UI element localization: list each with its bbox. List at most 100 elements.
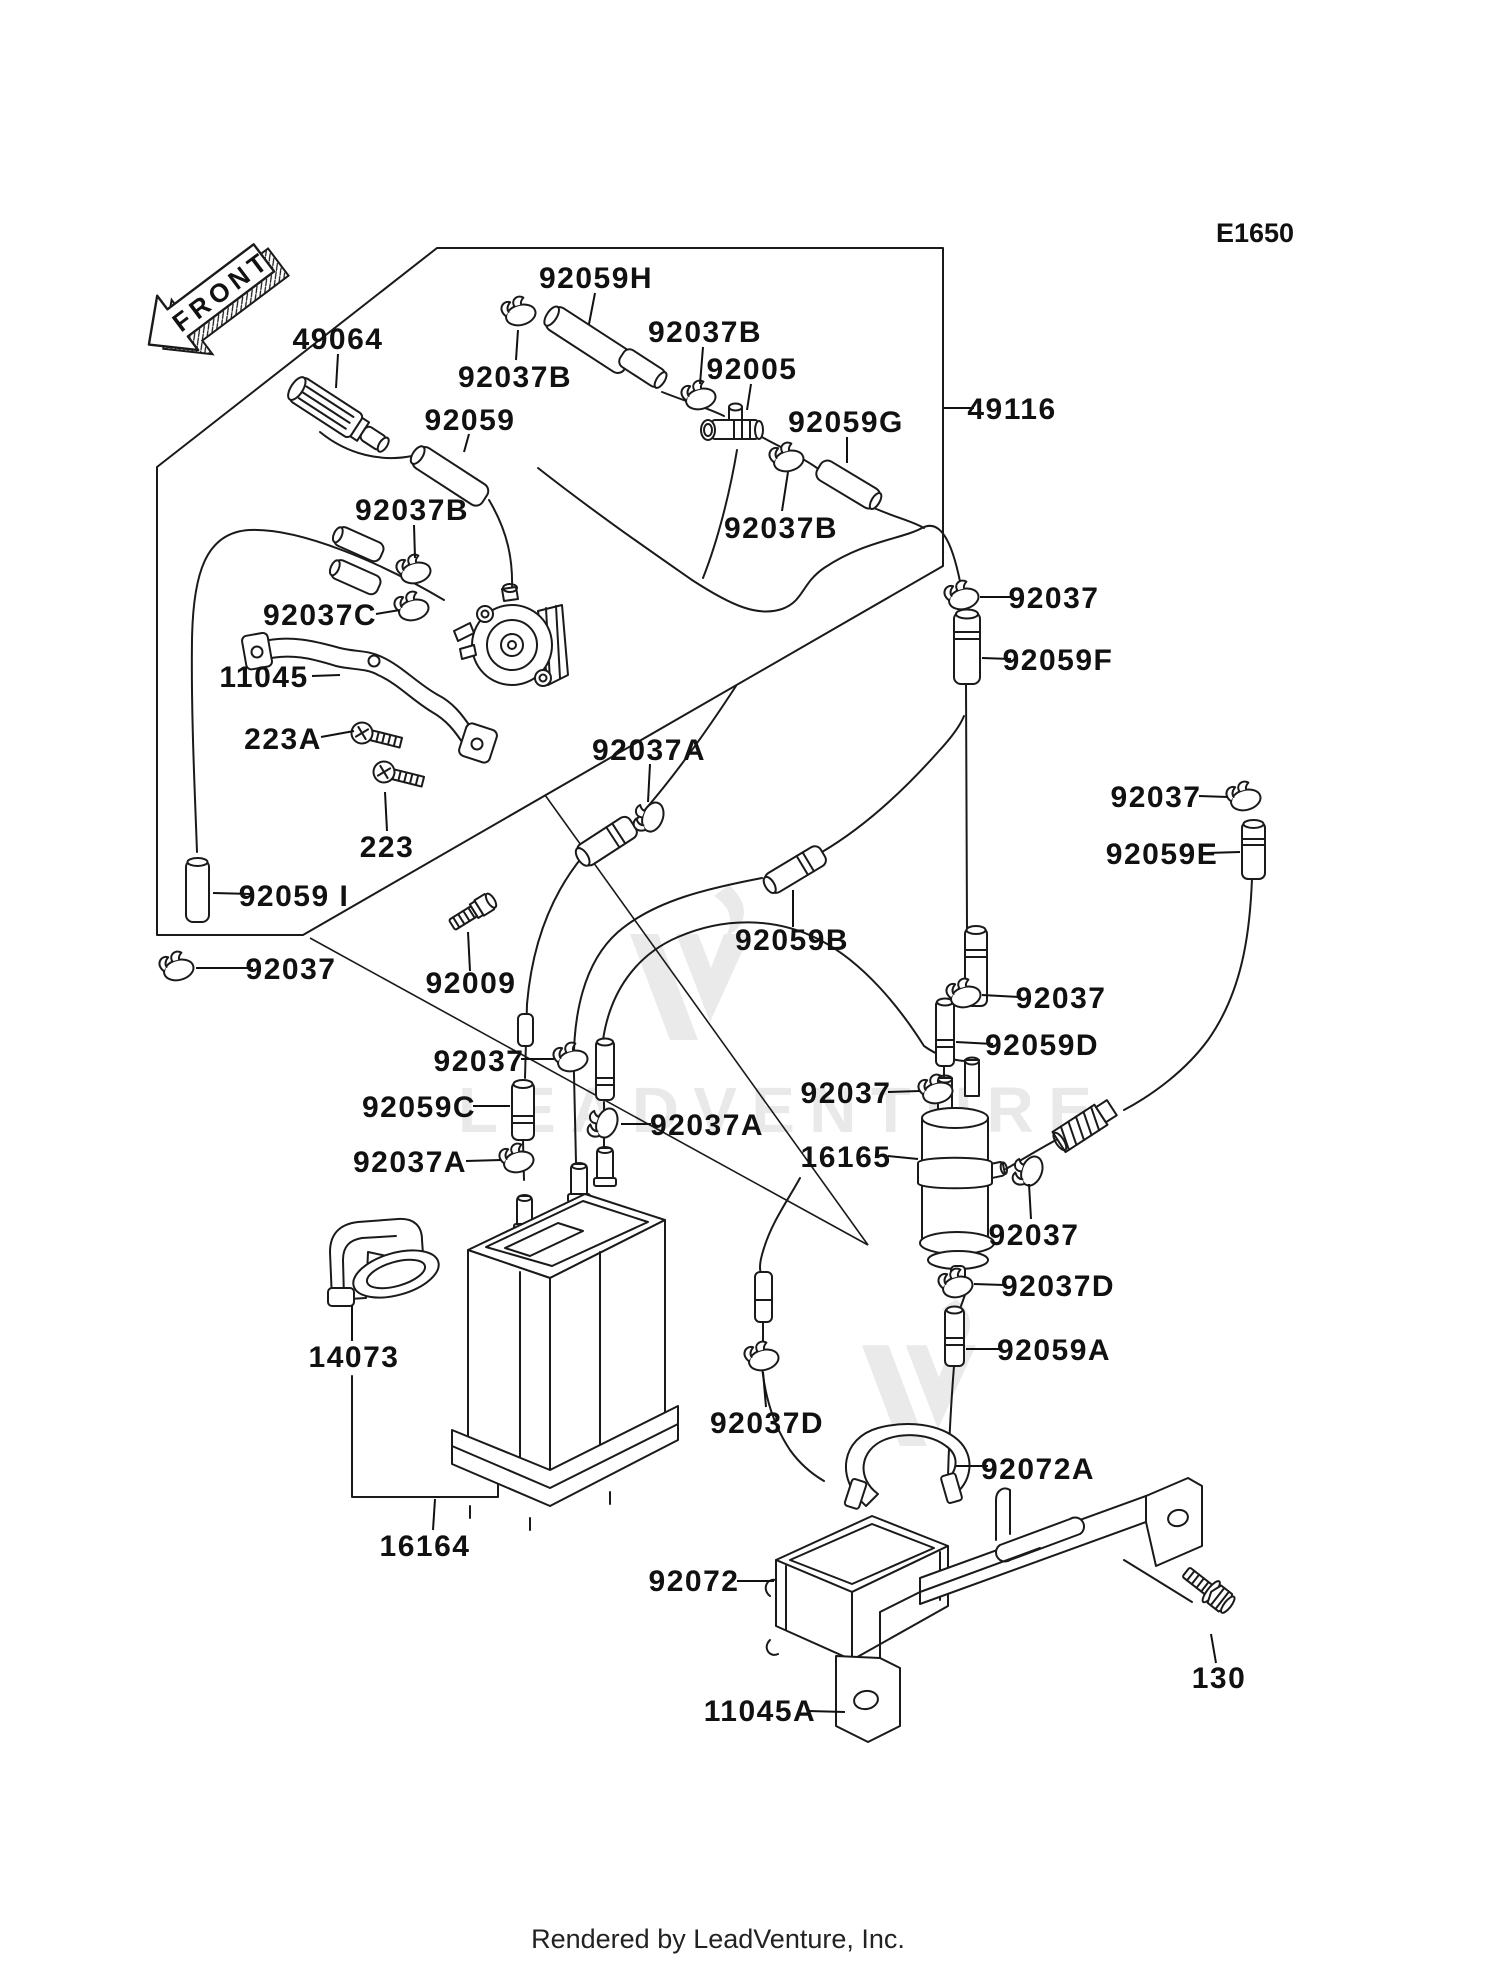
leader-line-92037C-9 <box>375 609 401 615</box>
leader-line-92059E-22 <box>1206 851 1241 854</box>
front-arrow: FRONT <box>147 243 290 356</box>
part-label-92059H-0: 92059H <box>539 262 653 295</box>
part-label-14073-35: 14073 <box>309 1341 400 1374</box>
leader-line-92005-5 <box>746 383 752 411</box>
part-label-92059G-6: 92059G <box>788 406 904 439</box>
part-92059B-art <box>762 845 827 895</box>
part-11045A-art <box>835 1477 1203 1743</box>
part-label-16165-30: 16165 <box>801 1141 892 1174</box>
part-label-92037-31: 92037 <box>989 1219 1080 1252</box>
leader-line-92059F-20 <box>981 657 1012 660</box>
part-hose-joints-art <box>328 526 385 596</box>
leader-line-11045A-39 <box>807 1710 846 1713</box>
leader-line-130-40 <box>1210 1633 1217 1664</box>
part-label-223-12: 223 <box>360 831 415 864</box>
part-label-92059F-20: 92059F <box>1003 644 1114 677</box>
part-49064-art <box>287 376 390 453</box>
leader-line-11045-10 <box>311 674 341 677</box>
part-label-130-40: 130 <box>1192 1662 1247 1695</box>
leader-line-92037B-1 <box>515 329 519 361</box>
part-92059E-art <box>1241 819 1266 880</box>
part-92059D-art <box>935 997 955 1067</box>
part-label-92059D-24: 92059D <box>985 1029 1099 1062</box>
part-label-92037B-1: 92037B <box>458 361 572 394</box>
part-label-92037-23: 92037 <box>1016 982 1107 1015</box>
part-hatched-hose-art <box>1051 1099 1118 1154</box>
part-label-11045-10: 11045 <box>219 661 308 694</box>
part-label-92037B-8: 92037B <box>355 494 469 527</box>
part-label-49116-16: 49116 <box>967 393 1056 426</box>
leader-line-92059D-24 <box>955 1041 994 1045</box>
leader-line-16165-30 <box>887 1155 919 1160</box>
leader-line-92037A-17 <box>647 763 651 803</box>
leader-line-92037-21 <box>1198 795 1229 798</box>
assembly-callout-lines <box>351 1375 499 1498</box>
leader-line-223A-11 <box>320 730 355 738</box>
part-label-92037A-17: 92037A <box>592 734 706 767</box>
leader-line-92037B-7 <box>781 471 789 512</box>
part-92059G-art <box>815 459 883 510</box>
part-14073-art <box>327 1217 440 1307</box>
part-label-92037-21: 92037 <box>1111 781 1202 814</box>
pointer-wedge-lines <box>309 794 869 1246</box>
part-label-92037B-4: 92037B <box>648 316 762 349</box>
leader-line-92037A-27 <box>465 1159 502 1162</box>
part-92059C-art <box>511 1013 535 1141</box>
part-92059I-art <box>185 857 210 923</box>
diagram-code: E1650 <box>1216 218 1294 248</box>
leader-line-92059I-13 <box>212 892 253 895</box>
part-label-92037-29: 92037 <box>801 1077 892 1110</box>
leader-line-92037B-8 <box>413 524 416 559</box>
leader-line-92059H-0 <box>588 292 596 325</box>
part-label-92037C-9: 92037C <box>263 599 377 632</box>
part-92037D-hose-tube-art <box>754 1271 773 1323</box>
leader-line-92037-29 <box>887 1090 921 1093</box>
part-223A-art <box>350 721 404 749</box>
leader-line-92037D-34 <box>762 1371 767 1408</box>
hose-lines <box>190 391 1253 1482</box>
leader-line-49064-2 <box>335 353 339 389</box>
footer-credit: Rendered by LeadVenture, Inc. <box>531 1924 905 1954</box>
clamp-icons <box>156 292 1264 1376</box>
part-92072A-art <box>843 1423 971 1510</box>
part-label-92059B-18: 92059B <box>735 924 849 957</box>
part-11045-art <box>241 631 498 764</box>
part-label-92059E-22: 92059E <box>1106 838 1218 871</box>
part-label-92072-38: 92072 <box>649 1565 740 1598</box>
hose-group-outline <box>156 247 944 936</box>
part-92059A-art <box>944 1305 965 1367</box>
part-130-art <box>1182 1567 1236 1614</box>
part-label-92037B-7: 92037B <box>724 512 838 545</box>
part-label-223A-11: 223A <box>244 723 322 756</box>
leader-line-92037-31 <box>1028 1183 1032 1220</box>
part-92009-art <box>448 892 498 931</box>
bolt-130-pointer-line <box>1123 1559 1193 1603</box>
part-label-92037-14: 92037 <box>246 953 337 986</box>
part-label-49064-2: 49064 <box>293 323 384 356</box>
part-label-92037-25: 92037 <box>434 1045 525 1078</box>
part-canister-hose-tube-art <box>595 1037 615 1101</box>
leader-line-92009-15 <box>467 931 471 972</box>
part-label-92037D-32: 92037D <box>1001 1270 1115 1303</box>
part-labels-layer: 92059H 92037B 49064 92059 92037B 92005 92059G 9… <box>196 262 1247 1728</box>
leader-line-92059-3 <box>463 433 470 453</box>
part-label-92037-19: 92037 <box>1009 582 1100 615</box>
part-92005-art <box>700 402 764 441</box>
part-label-92005-5: 92005 <box>707 353 798 386</box>
part-hose-fitting-art <box>574 815 638 867</box>
part-92059F-art <box>953 608 981 685</box>
part-label-92059-3: 92059 <box>425 404 516 437</box>
part-223-art <box>372 760 426 788</box>
leader-line-92037D-32 <box>973 1283 1005 1286</box>
part-16164-canister-art <box>451 1146 679 1531</box>
part-label-92072A-37: 92072A <box>981 1453 1095 1486</box>
part-label-92037A-27: 92037A <box>353 1146 467 1179</box>
part-label-92009-15: 92009 <box>426 967 517 1000</box>
part-air-valve-art <box>453 583 569 687</box>
part-label-16164-36: 16164 <box>380 1530 471 1563</box>
part-92059H-art <box>543 305 668 389</box>
part-label-11045A-39: 11045A <box>704 1695 816 1728</box>
part-92059-art <box>409 445 490 507</box>
